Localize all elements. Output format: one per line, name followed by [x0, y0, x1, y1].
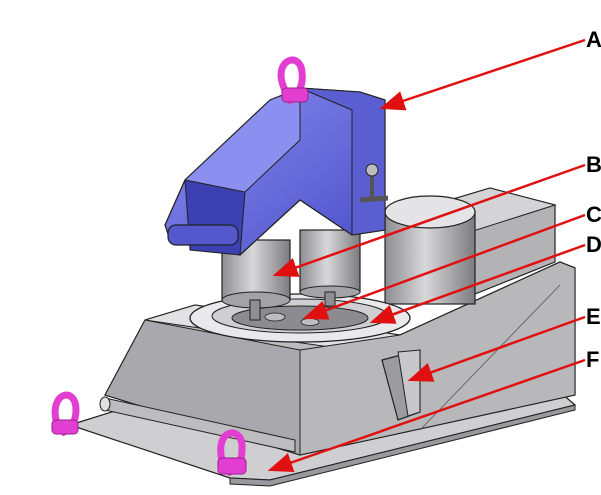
arrow-F: [267, 358, 586, 473]
callout-label-C: C: [586, 202, 601, 227]
callout-arrows: [267, 38, 586, 473]
arrow-A: [379, 38, 586, 111]
motor-hood: [164, 87, 386, 256]
callout-labels: A B C D E F: [586, 27, 601, 372]
lifting-eye-front: [217, 429, 247, 477]
callout-label-A: A: [586, 27, 601, 52]
lever-handle: [359, 163, 389, 203]
arrow-E: [407, 315, 586, 382]
lifting-eye-top: [277, 56, 309, 106]
callout-label-F: F: [586, 347, 599, 372]
rear-cylinder: [384, 195, 476, 305]
lifting-eye-left: [51, 391, 80, 437]
front-bar: [99, 396, 296, 453]
arrow-C: [302, 213, 586, 320]
callout-label-E: E: [586, 304, 601, 329]
arrow-D: [369, 243, 586, 324]
arrow-B: [272, 163, 586, 277]
callout-label-B: B: [586, 152, 601, 177]
callout-label-D: D: [586, 232, 601, 257]
